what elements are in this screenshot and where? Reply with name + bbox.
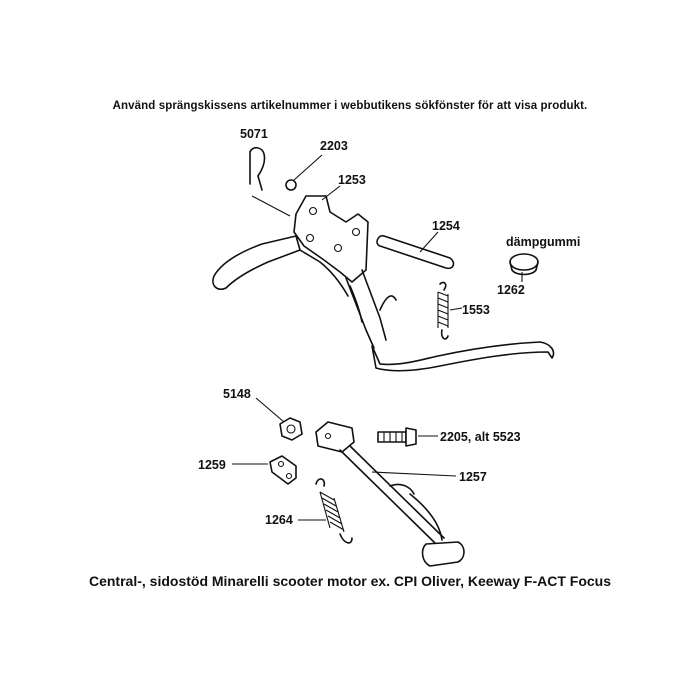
caption: Central-, sidostöd Minarelli scooter mot… xyxy=(88,573,611,589)
label-1257: 1257 xyxy=(459,470,487,484)
leader-lines xyxy=(232,154,523,521)
label-1253: 1253 xyxy=(338,173,366,187)
center-stand-drawing xyxy=(212,195,555,372)
part-1264-spring xyxy=(315,478,353,544)
label-5071: 5071 xyxy=(240,127,268,141)
label-1264: 1264 xyxy=(265,513,293,527)
part-1553-spring xyxy=(437,281,449,340)
part-1259-plate xyxy=(269,455,297,485)
part-1257-side-stand xyxy=(315,421,465,567)
label-1254: 1254 xyxy=(432,219,460,233)
label-2205: 2205, alt 5523 xyxy=(440,430,521,444)
part-1262-damper xyxy=(509,253,539,276)
label-1553: 1553 xyxy=(462,303,490,317)
label-damp: dämpgummi xyxy=(506,235,580,249)
label-5148: 5148 xyxy=(223,387,251,401)
part-5148-nut xyxy=(279,417,303,441)
label-2203: 2203 xyxy=(320,139,348,153)
part-2205-bolt xyxy=(377,427,417,447)
instruction-text: Använd sprängskissens artikelnummer i we… xyxy=(112,100,588,112)
part-2203-ring xyxy=(285,179,297,191)
label-1259: 1259 xyxy=(198,458,226,472)
part-labels: 5071 2203 1253 1254 dämpgummi 1262 1553 … xyxy=(198,127,580,527)
label-1262: 1262 xyxy=(497,283,525,297)
part-1254-pin xyxy=(376,234,455,270)
part-5071-clip xyxy=(249,146,291,217)
